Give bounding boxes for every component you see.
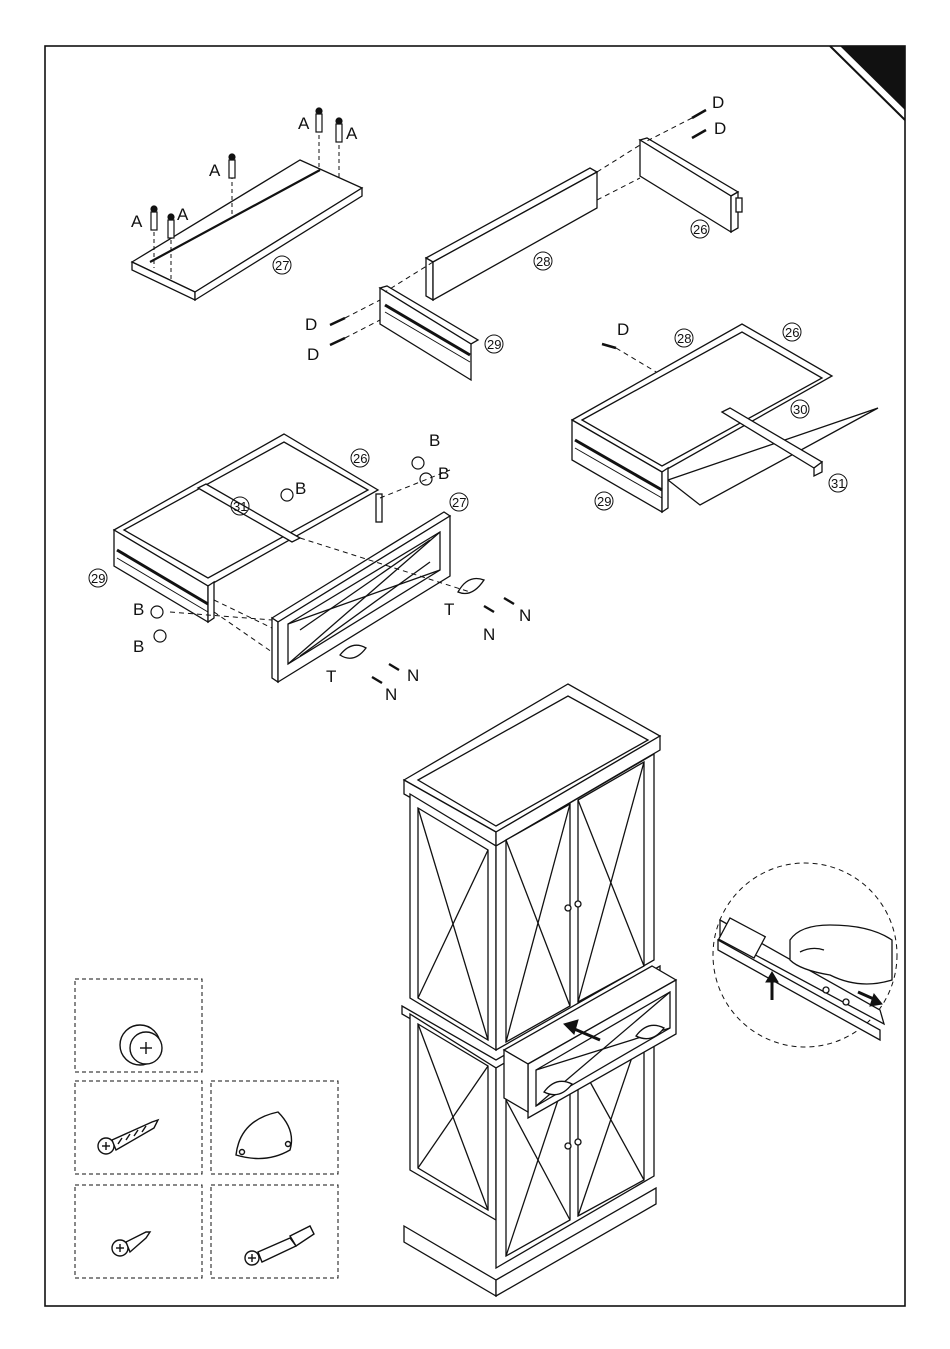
label-t-1: T: [444, 600, 454, 619]
label-a-3: A: [209, 161, 221, 180]
part-29-label-a: 29: [487, 337, 501, 352]
label-b-5: B: [133, 637, 144, 656]
label-a-1: A: [131, 212, 143, 231]
part-31-label-b: 31: [233, 499, 247, 514]
label-t-2: T: [326, 667, 336, 686]
side-26: [640, 138, 742, 232]
part-26-label-c: 26: [353, 451, 367, 466]
label-d-1: D: [305, 315, 317, 334]
short-screw-icon: [112, 1232, 150, 1256]
label-b-1: B: [429, 431, 440, 450]
corner-tab: [840, 46, 905, 110]
label-a-4: A: [298, 114, 310, 133]
label-b-4: B: [133, 600, 144, 619]
part-26-label-b: 26: [785, 325, 799, 340]
part-29-label-c: 29: [91, 571, 105, 586]
part-27-label-a: 27: [275, 258, 289, 273]
panel-27-group: [132, 128, 362, 300]
label-b-3: B: [295, 479, 306, 498]
label-n-2: N: [483, 625, 495, 644]
label-d-2: D: [307, 345, 319, 364]
long-screw-icon: [98, 1120, 158, 1154]
cam-lock-nut-icon: [120, 1025, 162, 1065]
part-29-label-b: 29: [597, 494, 611, 509]
label-d-3: D: [712, 93, 724, 112]
part-30-label: 30: [793, 402, 807, 417]
part-26-label-a: 26: [693, 222, 707, 237]
cabinet: [402, 684, 676, 1296]
label-b-2: B: [438, 464, 449, 483]
part-28-label-a: 28: [536, 254, 550, 269]
cam-dowel-bolt-icon: [245, 1226, 314, 1265]
part-27-label-b: 27: [452, 495, 466, 510]
part-31-label-a: 31: [831, 476, 845, 491]
cup-handle-icon: [236, 1112, 292, 1159]
label-a-2: A: [177, 205, 189, 224]
label-d-4: D: [714, 119, 726, 138]
label-n-1: N: [519, 606, 531, 625]
side-29: [380, 286, 478, 380]
label-n-4: N: [385, 685, 397, 704]
label-d-5: D: [617, 320, 629, 339]
part-28-label-b: 28: [677, 331, 691, 346]
rail-28: [426, 168, 597, 300]
label-n-3: N: [407, 666, 419, 685]
label-a-5: A: [346, 124, 358, 143]
